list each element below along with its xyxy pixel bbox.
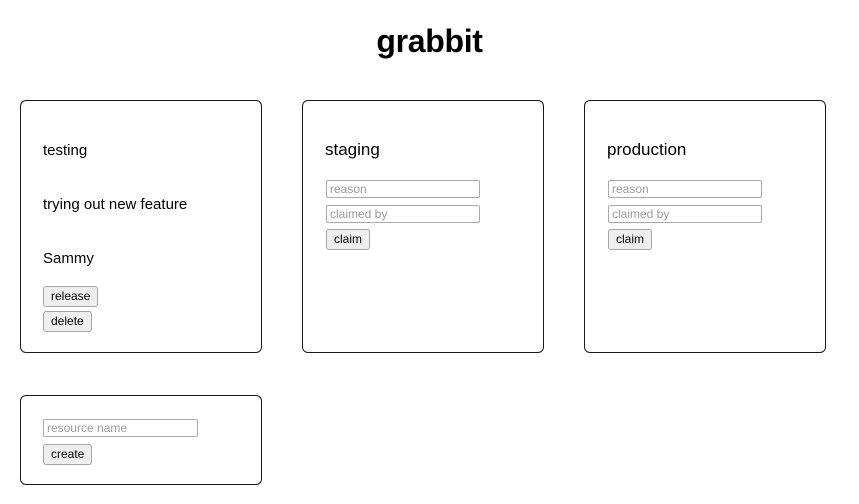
create-resource-card: create	[20, 395, 262, 485]
claim-button-production[interactable]: claim	[608, 229, 653, 250]
resource-reason-testing: trying out new feature	[43, 196, 188, 213]
reason-input-staging[interactable]	[326, 180, 480, 198]
page-title: grabbit	[376, 23, 483, 59]
resource-claimed-by-testing: Sammy	[43, 250, 94, 267]
resource-card-production: production claim	[584, 100, 826, 353]
release-button-testing[interactable]: release	[43, 286, 99, 307]
resource-name-staging: staging	[325, 140, 380, 159]
create-button[interactable]: create	[43, 444, 93, 465]
resource-name-input[interactable]	[43, 419, 198, 437]
resource-card-testing: testing trying out new feature Sammy rel…	[20, 100, 262, 353]
resource-name-testing: testing	[43, 142, 88, 159]
claimed-by-input-production[interactable]	[608, 205, 762, 223]
claim-button-staging[interactable]: claim	[326, 229, 371, 250]
resource-name-production: production	[607, 140, 687, 159]
reason-input-production[interactable]	[608, 180, 762, 198]
delete-button-testing[interactable]: delete	[43, 311, 92, 332]
claimed-by-input-staging[interactable]	[326, 205, 480, 223]
resource-card-staging: staging claim	[302, 100, 544, 353]
